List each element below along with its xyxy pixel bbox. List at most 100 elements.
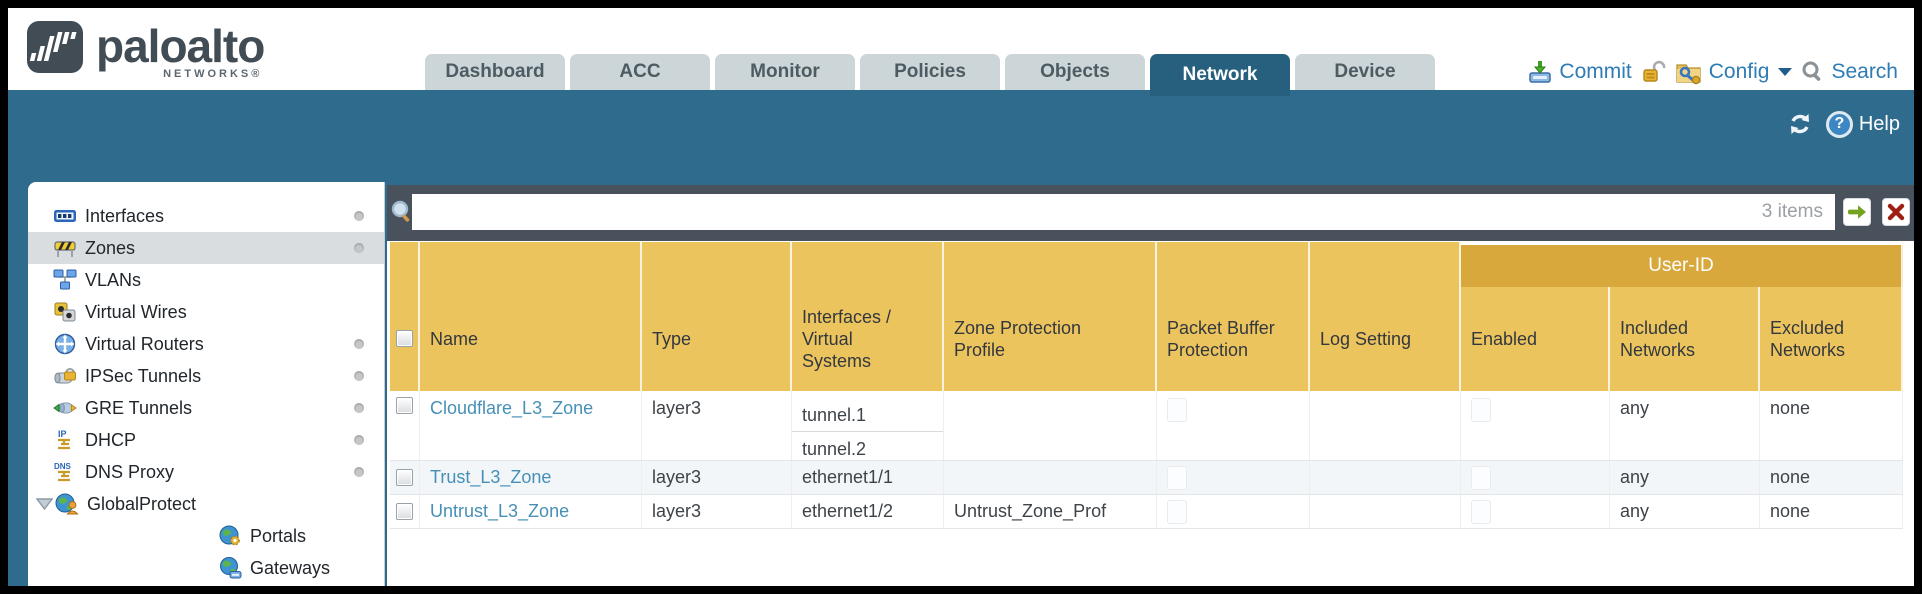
vlans-icon <box>53 269 77 290</box>
column-header-excluded-networks[interactable]: Excluded Networks <box>1760 287 1903 391</box>
global-search-button[interactable]: Search <box>1801 60 1898 84</box>
column-header-packet-buffer[interactable]: Packet Buffer Protection <box>1157 242 1310 391</box>
type-cell: layer3 <box>642 495 792 528</box>
sidebar-item-ipsec-tunnels[interactable]: IPSec Tunnels <box>28 360 384 392</box>
packet-buffer-checkbox[interactable] <box>1167 499 1187 524</box>
collapse-triangle-icon[interactable] <box>36 497 53 511</box>
virtual-wires-icon <box>54 302 76 322</box>
log-setting-cell <box>1310 495 1461 528</box>
select-all-checkbox[interactable] <box>395 330 413 347</box>
user-id-enabled-checkbox[interactable] <box>1471 499 1491 524</box>
virtual-routers-icon <box>54 333 76 355</box>
zones-table: Name Type Interfaces / Virtual Systems Z… <box>390 242 1903 529</box>
sidebar-item-dns-proxy[interactable]: DNS DNS Proxy <box>28 456 384 488</box>
config-dropdown[interactable]: Config <box>1675 59 1793 85</box>
items-count: 3 items <box>1761 201 1823 222</box>
tab-network[interactable]: Network <box>1150 54 1290 96</box>
row-checkbox[interactable] <box>396 503 413 520</box>
column-header-included-networks[interactable]: Included Networks <box>1610 287 1760 391</box>
interface-entry: tunnel.2 <box>802 439 867 459</box>
interface-entry: tunnel.1 <box>792 398 943 432</box>
interfaces-cell: ethernet1/2 <box>792 495 944 528</box>
column-header-type[interactable]: Type <box>642 242 792 391</box>
zone-protection-cell <box>944 461 1157 494</box>
refresh-icon[interactable] <box>1786 110 1814 138</box>
packet-buffer-cell <box>1157 495 1310 528</box>
user-id-enabled-cell <box>1461 461 1610 494</box>
pending-change-dot <box>354 243 364 253</box>
filter-input-wrap: 3 items <box>412 194 1835 230</box>
excluded-networks-cell: none <box>1760 495 1903 528</box>
sidebar-item-dhcp[interactable]: IP DHCP <box>28 424 384 456</box>
help-label[interactable]: Help <box>1858 112 1900 135</box>
zone-name-link[interactable]: Trust_L3_Zone <box>430 467 552 487</box>
zones-table-header: Name Type Interfaces / Virtual Systems Z… <box>390 242 1903 391</box>
gre-tunnels-icon <box>53 402 77 414</box>
packet-buffer-cell <box>1157 461 1310 494</box>
svg-text:DNS: DNS <box>54 462 72 471</box>
green-arrow-icon <box>1848 205 1866 219</box>
pending-change-dot <box>354 403 364 413</box>
interfaces-icon <box>54 210 76 222</box>
user-id-enabled-checkbox[interactable] <box>1471 465 1491 490</box>
brand-sub-wordmark: NETWORKS® <box>163 68 263 80</box>
column-header-enabled[interactable]: Enabled <box>1461 287 1610 391</box>
tab-dashboard[interactable]: Dashboard <box>425 54 565 90</box>
zone-name-link[interactable]: Cloudflare_L3_Zone <box>430 398 594 418</box>
row-checkbox[interactable] <box>396 397 413 414</box>
unlock-icon[interactable] <box>1641 59 1666 85</box>
commit-button[interactable]: Commit <box>1527 59 1632 85</box>
sidebar-item-globalprotect[interactable]: GlobalProtect <box>28 488 384 520</box>
pending-change-dot <box>354 435 364 445</box>
header-actions: Commit Config <box>1527 54 1898 90</box>
tab-device[interactable]: Device <box>1295 54 1435 90</box>
column-header-interfaces[interactable]: Interfaces / Virtual Systems <box>792 242 944 391</box>
zones-filter-input[interactable] <box>412 194 1835 230</box>
top-header: paloalto NETWORKS® Dashboard ACC Monitor… <box>8 8 1914 96</box>
ipsec-tunnels-icon <box>54 368 76 384</box>
tab-acc[interactable]: ACC <box>570 54 710 90</box>
sidebar-item-portals[interactable]: Portals <box>28 520 384 552</box>
gateways-icon <box>220 557 242 579</box>
sidebar-item-gre-tunnels[interactable]: GRE Tunnels <box>28 392 384 424</box>
tab-policies[interactable]: Policies <box>860 54 1000 90</box>
included-networks-cell: any <box>1610 495 1760 528</box>
row-checkbox[interactable] <box>396 469 413 486</box>
network-sidebar: Interfaces Zones VLANs <box>28 182 385 586</box>
excluded-networks-cell: none <box>1760 391 1903 460</box>
column-header-name[interactable]: Name <box>420 242 642 391</box>
interfaces-cell: ethernet1/1 <box>792 461 944 494</box>
table-filter-bar: 3 items <box>387 185 1914 241</box>
dhcp-icon: IP <box>58 429 70 450</box>
sidebar-item-zones[interactable]: Zones <box>28 232 384 264</box>
clear-filter-button[interactable] <box>1882 198 1910 226</box>
sidebar-item-virtual-routers[interactable]: Virtual Routers <box>28 328 384 360</box>
sidebar-item-vlans[interactable]: VLANs <box>28 264 384 296</box>
paloalto-waveform-icon <box>27 21 83 73</box>
help-icon[interactable]: ? <box>1825 110 1853 138</box>
tab-objects[interactable]: Objects <box>1005 54 1145 90</box>
sidebar-item-virtual-wires[interactable]: Virtual Wires <box>28 296 384 328</box>
dns-proxy-icon: DNS <box>54 462 72 482</box>
packet-buffer-checkbox[interactable] <box>1167 465 1187 490</box>
paloalto-logo: paloalto NETWORKS® <box>26 20 265 80</box>
app-window: paloalto NETWORKS® Dashboard ACC Monitor… <box>8 8 1914 586</box>
user-id-enabled-cell <box>1461 495 1610 528</box>
sidebar-item-interfaces[interactable]: Interfaces <box>28 200 384 232</box>
zone-name-link[interactable]: Untrust_L3_Zone <box>430 501 570 521</box>
filter-search-icon <box>391 200 410 222</box>
packet-buffer-checkbox[interactable] <box>1167 398 1187 422</box>
apply-filter-button[interactable] <box>1843 198 1871 226</box>
excluded-networks-cell: none <box>1760 461 1903 494</box>
interfaces-cell: tunnel.1 tunnel.2 <box>792 391 944 460</box>
table-row[interactable]: Untrust_L3_Zone layer3 ethernet1/2 Untru… <box>390 495 1903 529</box>
column-header-zone-protection[interactable]: Zone Protection Profile <box>944 242 1157 391</box>
sidebar-item-gateways[interactable]: Gateways <box>28 552 384 584</box>
zone-protection-cell <box>944 391 1157 460</box>
user-id-enabled-cell <box>1461 391 1610 460</box>
tab-monitor[interactable]: Monitor <box>715 54 855 90</box>
user-id-enabled-checkbox[interactable] <box>1471 398 1491 422</box>
table-row[interactable]: Trust_L3_Zone layer3 ethernet1/1 any non… <box>390 461 1903 495</box>
table-row[interactable]: Cloudflare_L3_Zone layer3 tunnel.1 tunne… <box>390 391 1903 461</box>
column-header-log-setting[interactable]: Log Setting <box>1310 242 1461 391</box>
